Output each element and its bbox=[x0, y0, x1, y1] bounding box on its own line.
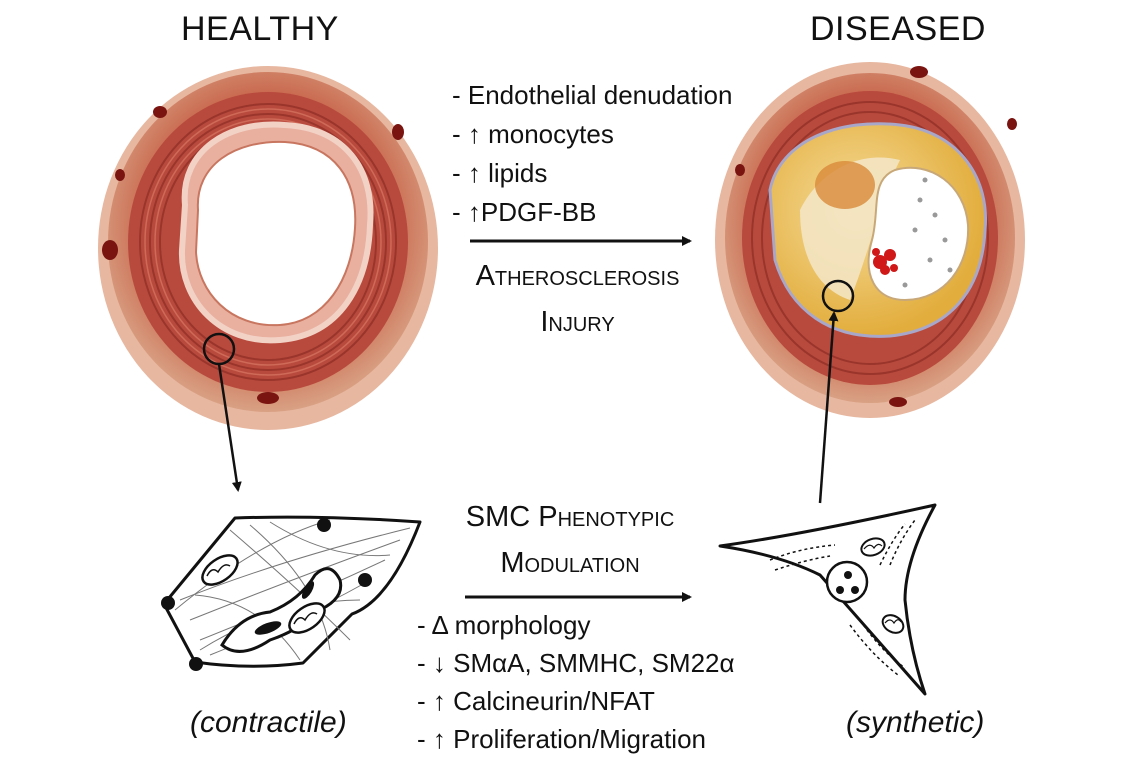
synthetic-caption: (synthetic) bbox=[846, 706, 984, 740]
modulation-change-item: - Δ morphology bbox=[417, 606, 735, 644]
modulation-change-list: - Δ morphology - ↓ SMαA, SMMHC, SM22α - … bbox=[417, 606, 735, 758]
modulation-label-line1: SMC Phenotypic bbox=[420, 494, 720, 540]
contractile-caption: (contractile) bbox=[190, 706, 347, 740]
injury-label: Atherosclerosis Injury bbox=[430, 253, 725, 345]
modulation-change-item: - ↑ Calcineurin/NFAT bbox=[417, 682, 735, 720]
injury-label-line1: Atherosclerosis bbox=[430, 253, 725, 299]
diseased-heading: DISEASED bbox=[810, 10, 986, 49]
diseased-artery-illustration bbox=[715, 62, 1025, 418]
injury-label-line2: Injury bbox=[430, 299, 725, 345]
injury-factor-list: - Endothelial denudation - ↑ monocytes -… bbox=[452, 76, 732, 232]
contractile-cell-illustration bbox=[161, 517, 420, 671]
modulation-change-item: - ↑ Proliferation/Migration bbox=[417, 720, 735, 758]
modulation-label-line2: Modulation bbox=[420, 540, 720, 586]
modulation-label: SMC Phenotypic Modulation bbox=[420, 494, 720, 586]
healthy-heading: HEALTHY bbox=[181, 10, 339, 49]
healthy-artery-illustration bbox=[98, 66, 438, 430]
injury-factor-item: - ↑ monocytes bbox=[452, 115, 732, 154]
modulation-change-item: - ↓ SMαA, SMMHC, SM22α bbox=[417, 644, 735, 682]
synthetic-cell-illustration bbox=[720, 505, 935, 694]
injury-factor-item: - Endothelial denudation bbox=[452, 76, 732, 115]
injury-factor-item: - ↑PDGF-BB bbox=[452, 193, 732, 232]
injury-factor-item: - ↑ lipids bbox=[452, 154, 732, 193]
